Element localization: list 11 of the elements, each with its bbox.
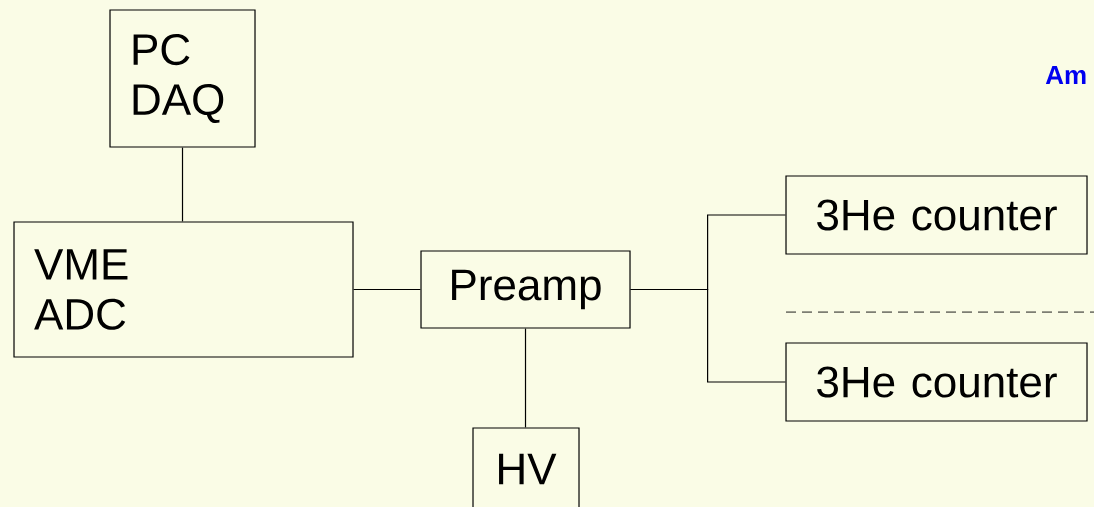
connector-line (524, 328, 527, 428)
component-box: VME ADC (13, 221, 354, 358)
component-box: HV (472, 427, 580, 507)
connector-line (181, 147, 184, 222)
component-box: 3He counter (785, 175, 1088, 255)
component-box: Preamp (420, 250, 631, 329)
component-box: 3He counter (785, 342, 1088, 422)
component-box: PC DAQ (109, 9, 256, 148)
heading-text: Am (1045, 66, 1086, 84)
connector-line (353, 288, 421, 291)
connector-line (630, 288, 786, 383)
